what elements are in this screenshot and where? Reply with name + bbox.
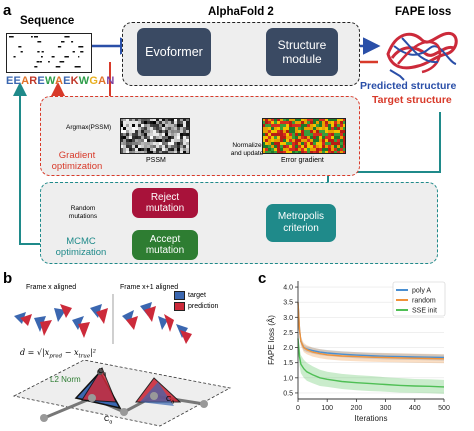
x-tick-label: 500 xyxy=(438,405,450,412)
evoformer-box: Evoformer xyxy=(137,28,211,76)
sequence-letter: E xyxy=(37,75,45,87)
formula-sq: |² xyxy=(90,348,97,357)
legend-swatch-prediction xyxy=(174,302,185,311)
atom-label-1: Cα xyxy=(98,366,107,378)
y-tick-label: 2.5 xyxy=(283,330,293,337)
y-tick-label: 4.0 xyxy=(283,285,293,292)
protein-structure-image xyxy=(386,31,458,81)
random-mutations-label: Random mutations xyxy=(68,205,98,220)
sequence-letter: G xyxy=(89,75,99,87)
x-axis-label: Iterations xyxy=(355,414,388,423)
error-gradient-label: Error gradient xyxy=(281,157,324,164)
accept-mutation-box: Accept mutation xyxy=(132,230,198,260)
sequence-letter: W xyxy=(78,75,90,87)
y-tick-label: 1.5 xyxy=(283,360,293,367)
x-tick-label: 400 xyxy=(409,405,421,412)
alphafold-title: AlphaFold 2 xyxy=(208,6,274,18)
sequence-letter: A xyxy=(54,75,64,87)
frame-alignment-figure xyxy=(14,294,192,344)
legend-swatch-target xyxy=(174,291,185,300)
series-line xyxy=(297,302,445,360)
predicted-structure-label: Predicted structure xyxy=(360,80,457,92)
sequence-letter: W xyxy=(44,75,55,87)
normalize-label: Normalize and update xyxy=(230,142,264,157)
metropolis-criterion-box: Metropolis criterion xyxy=(266,204,336,242)
structure-module-box: Structure module xyxy=(266,28,338,76)
sequence-msa-grid xyxy=(6,33,92,73)
sequence-letter: E xyxy=(13,75,22,87)
x-tick-label: 300 xyxy=(380,405,392,412)
pssm-label: PSSM xyxy=(146,157,166,164)
series-line xyxy=(297,338,445,388)
sequence-letter: A xyxy=(98,75,107,87)
formula-d: d = √|x xyxy=(20,348,50,357)
reject-mutation-box: Reject mutation xyxy=(132,188,198,218)
panel-b-legend: target prediction xyxy=(174,291,218,311)
formula-pred: pred xyxy=(49,353,63,360)
panel-c-letter: c xyxy=(258,270,267,287)
error-gradient-image xyxy=(262,118,346,154)
sequence-text: EEAREWAEKWGAN xyxy=(6,75,114,87)
y-tick-label: 1.0 xyxy=(283,375,293,382)
y-tick-label: 3.5 xyxy=(283,300,293,307)
gradient-optimization-label: Gradient optimization xyxy=(51,150,103,172)
legend-label-prediction: prediction xyxy=(188,303,219,310)
frame-x1-label: Frame x+1 aligned xyxy=(120,284,179,291)
series-band xyxy=(298,298,444,361)
frame-x-label: Frame x aligned xyxy=(26,284,77,291)
sequence-letter: A xyxy=(21,75,30,87)
l2-norm-figure xyxy=(12,359,232,427)
legend-label: SSE init xyxy=(412,308,437,315)
atom-label-2: Cα xyxy=(104,414,113,426)
panel-b-letter: b xyxy=(3,270,13,287)
y-tick-label: 0.5 xyxy=(283,390,293,397)
formula-true: true xyxy=(78,353,91,360)
series-band xyxy=(298,329,444,394)
target-structure-label: Target structure xyxy=(372,94,452,106)
formula-minus: − x xyxy=(62,348,79,357)
atom-label-3: Cα xyxy=(166,394,175,406)
y-axis-label: FAPE loss (Å) xyxy=(267,315,276,365)
x-tick-label: 200 xyxy=(351,405,363,412)
fape-title: FAPE loss xyxy=(395,6,452,18)
legend-label: random xyxy=(412,298,436,305)
y-tick-label: 2.0 xyxy=(283,345,293,352)
sequence-letter: E xyxy=(6,75,14,87)
sequence-letter: N xyxy=(106,75,115,87)
sequence-title: Sequence xyxy=(20,15,75,27)
sequence-letter: E xyxy=(63,75,71,87)
pssm-matrix-image xyxy=(120,118,190,154)
sequence-letter: R xyxy=(29,75,38,87)
sequence-letter: K xyxy=(70,75,79,87)
mcmc-optimization-label: MCMC optimization xyxy=(55,236,107,258)
y-tick-label: 3.0 xyxy=(283,315,293,322)
x-tick-label: 0 xyxy=(296,405,300,412)
x-tick-label: 100 xyxy=(321,405,333,412)
legend-label: poly A xyxy=(412,288,431,295)
legend-label-target: target xyxy=(188,292,206,299)
mcmc-optimization-box xyxy=(40,182,438,264)
l2-norm-label: L2 Norm xyxy=(50,375,81,384)
distance-formula: d = √|xpred − xtrue|² xyxy=(20,348,96,360)
argmax-label: Argmax(PSSM) xyxy=(66,124,112,131)
panel-a-letter: a xyxy=(3,2,12,19)
fape-loss-chart: 0.5 1.0 1.5 2.0 2.5 3.0 3.5 4.0 0 100 200 300 400 500… xyxy=(267,281,450,423)
